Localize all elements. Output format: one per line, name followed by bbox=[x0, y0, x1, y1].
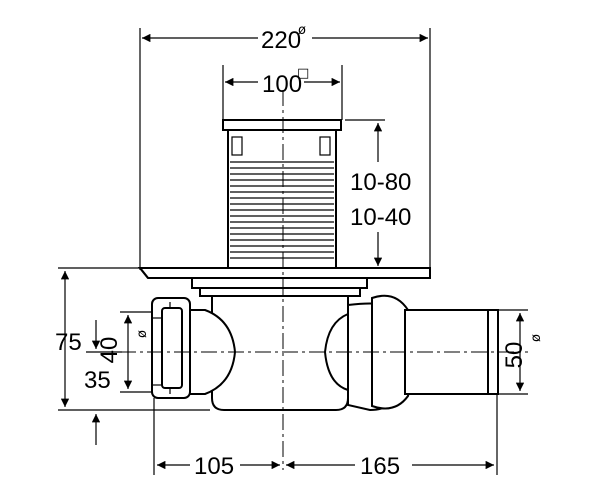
dimension-165-label: 165 bbox=[360, 453, 400, 480]
dimension-50: 50 ø bbox=[498, 309, 544, 395]
height-adjust-label-2: 10-40 bbox=[350, 204, 411, 231]
diameter-symbol: ø bbox=[298, 23, 306, 38]
dimension-height-adjust: 10-80 10-40 bbox=[345, 119, 411, 266]
dimension-105-label: 105 bbox=[194, 453, 234, 480]
right-outlet bbox=[323, 294, 499, 412]
dimension-40: 40 ø bbox=[96, 311, 152, 393]
flange-plate bbox=[137, 267, 431, 297]
height-adjust-label-1: 10-80 bbox=[350, 169, 411, 196]
insert-ribs bbox=[230, 161, 334, 259]
dimension-220-label: 220 bbox=[261, 27, 301, 54]
dimension-35-label: 35 bbox=[84, 367, 111, 394]
center-lines bbox=[120, 90, 528, 470]
flange-outline bbox=[139, 28, 431, 270]
dimension-bottom: 105 165 bbox=[153, 394, 498, 480]
dimension-75-label: 75 bbox=[55, 329, 82, 356]
diameter-symbol-50: ø bbox=[529, 334, 544, 342]
dimension-75: 75 bbox=[55, 267, 210, 411]
dimension-100-label: 100 bbox=[262, 71, 302, 98]
dimension-40-label: 40 bbox=[96, 337, 123, 364]
diameter-symbol-40: ø bbox=[135, 330, 150, 338]
dimension-35: 35 bbox=[84, 320, 122, 445]
square-symbol: □ bbox=[297, 66, 309, 81]
dimension-220: 220 ø bbox=[142, 23, 428, 54]
dimension-100: 100 □ bbox=[222, 65, 343, 120]
grate-insert bbox=[222, 119, 342, 269]
dimension-50-label: 50 bbox=[501, 342, 528, 369]
